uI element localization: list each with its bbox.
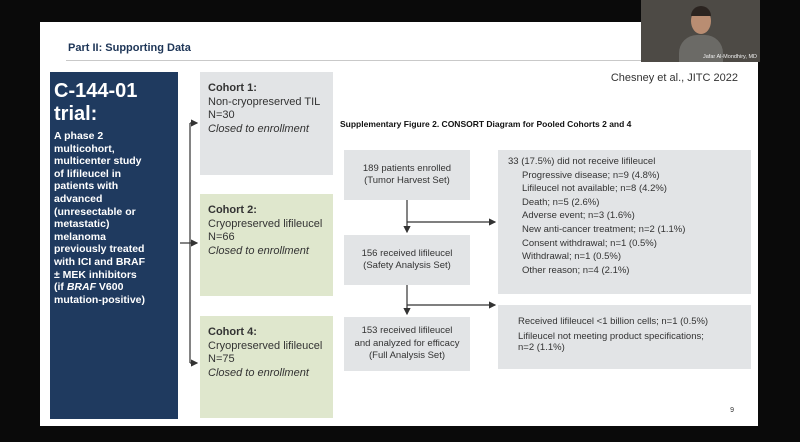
not-analyzed-line: Received lifileucel <1 billion cells; n=… bbox=[518, 316, 709, 327]
trial-desc-line: patients with bbox=[54, 180, 119, 193]
trial-desc-line: multicenter study bbox=[54, 155, 142, 168]
cohort-n: N=66 bbox=[208, 231, 235, 243]
excluded-reason: Withdrawal; n=1 (0.5%) bbox=[522, 251, 621, 263]
cohort-1-box: Cohort 1: Non-cryopreserved TIL N=30 Clo… bbox=[200, 72, 333, 175]
trial-desc-line-braf: (if BRAF V600 bbox=[54, 281, 172, 294]
excluded-title: 33 (17.5%) did not receive lifileucel bbox=[508, 156, 656, 167]
trial-desc-line: advanced bbox=[54, 192, 103, 205]
trial-panel bbox=[50, 72, 178, 419]
page-number: 9 bbox=[730, 407, 734, 414]
trial-desc-line: of lifileucel in bbox=[54, 167, 122, 180]
enrolled-line: 189 patients enrolled bbox=[362, 162, 452, 174]
excluded-reason: Adverse event; n=3 (1.6%) bbox=[522, 210, 635, 222]
speaker-video-thumbnail[interactable]: Jafar Al-Mondhiry, MD bbox=[641, 0, 760, 62]
cohort-status: Closed to enrollment bbox=[208, 122, 309, 135]
safety-line: (Safety Analysis Set) bbox=[363, 260, 451, 271]
trial-desc-line: multicohort, bbox=[54, 142, 115, 155]
excluded-reason: Progressive disease; n=9 (4.8%) bbox=[522, 169, 660, 181]
braf-suffix: V600 bbox=[96, 281, 124, 294]
trial-desc-line: A phase 2 bbox=[54, 130, 104, 142]
cohort-heading: Cohort 2: bbox=[208, 204, 257, 216]
cohort-status: Closed to enrollment bbox=[208, 366, 309, 379]
cohort-n: N=75 bbox=[208, 353, 235, 365]
trial-desc-line: with ICI and BRAF bbox=[54, 255, 145, 268]
trial-description: A phase 2 multicohort, multicenter study… bbox=[54, 130, 172, 306]
trial-desc-line: previously treated bbox=[54, 243, 145, 256]
excluded-reason: Lifileucel not available; n=8 (4.2%) bbox=[522, 183, 667, 195]
safety-set-box: 156 received lifileucel (Safety Analysis… bbox=[344, 235, 470, 285]
trial-title: C-144-01 trial: bbox=[54, 80, 138, 125]
enrolled-line: (Tumor Harvest Set) bbox=[364, 175, 450, 186]
excluded-reason: Death; n=5 (2.6%) bbox=[522, 196, 600, 208]
not-analyzed-line: Lifileucel not meeting product specifica… bbox=[518, 330, 704, 342]
section-title: Part II: Supporting Data bbox=[68, 42, 191, 54]
citation: Chesney et al., JITC 2022 bbox=[610, 72, 738, 84]
safety-line: 156 received lifileucel bbox=[361, 247, 453, 259]
speaker-body bbox=[679, 35, 723, 62]
efficacy-line: and analyzed for efficacy bbox=[354, 337, 460, 349]
slide: Part II: Supporting Data Chesney et al.,… bbox=[40, 22, 758, 426]
cohort-description: Cryopreserved lifileucel bbox=[208, 217, 323, 230]
braf-gene: BRAF bbox=[66, 281, 96, 294]
braf-prefix: (if bbox=[54, 281, 67, 294]
enrolled-box: 189 patients enrolled (Tumor Harvest Set… bbox=[344, 150, 470, 200]
cohort-2-box: Cohort 2: Cryopreserved lifileucel N=66 … bbox=[200, 194, 333, 296]
efficacy-line: 153 received lifileucel bbox=[361, 325, 453, 337]
cohort-heading: Cohort 4: bbox=[208, 326, 257, 338]
title-divider bbox=[66, 60, 746, 61]
trial-desc-line: (unresectable or bbox=[54, 205, 136, 218]
excluded-reason: Consent withdrawal; n=1 (0.5%) bbox=[522, 237, 657, 249]
trial-desc-line: mutation-positive) bbox=[54, 293, 145, 306]
speaker-hair bbox=[691, 6, 711, 16]
trial-desc-line: metastatic) bbox=[54, 218, 110, 231]
trial-desc-line: ± MEK inhibitors bbox=[54, 268, 137, 281]
speaker-name: Jafar Al-Mondhiry, MD bbox=[703, 54, 757, 60]
excluded-reason: New anti-cancer treatment; n=2 (1.1%) bbox=[522, 223, 686, 235]
cohort-description: Cryopreserved lifileucel bbox=[208, 339, 323, 352]
excluded-reason: Other reason; n=4 (2.1%) bbox=[522, 264, 630, 276]
not-analyzed-box: Received lifileucel <1 billion cells; n=… bbox=[498, 305, 751, 369]
efficacy-line: (Full Analysis Set) bbox=[368, 350, 446, 362]
cohort-description: Non-cryopreserved TIL bbox=[208, 95, 321, 108]
efficacy-set-box: 153 received lifileucel and analyzed for… bbox=[344, 317, 470, 371]
trial-desc-line: melanoma bbox=[54, 230, 106, 243]
cohort-n: N=30 bbox=[208, 109, 235, 121]
excluded-box: 33 (17.5%) did not receive lifileucel Pr… bbox=[498, 150, 751, 294]
consort-caption: Supplementary Figure 2. CONSORT Diagram … bbox=[340, 119, 632, 129]
cohort-4-box: Cohort 4: Cryopreserved lifileucel N=75 … bbox=[200, 316, 333, 418]
not-analyzed-line: n=2 (1.1%) bbox=[518, 342, 565, 353]
cohort-status: Closed to enrollment bbox=[208, 244, 309, 257]
cohort-heading: Cohort 1: bbox=[208, 82, 257, 94]
